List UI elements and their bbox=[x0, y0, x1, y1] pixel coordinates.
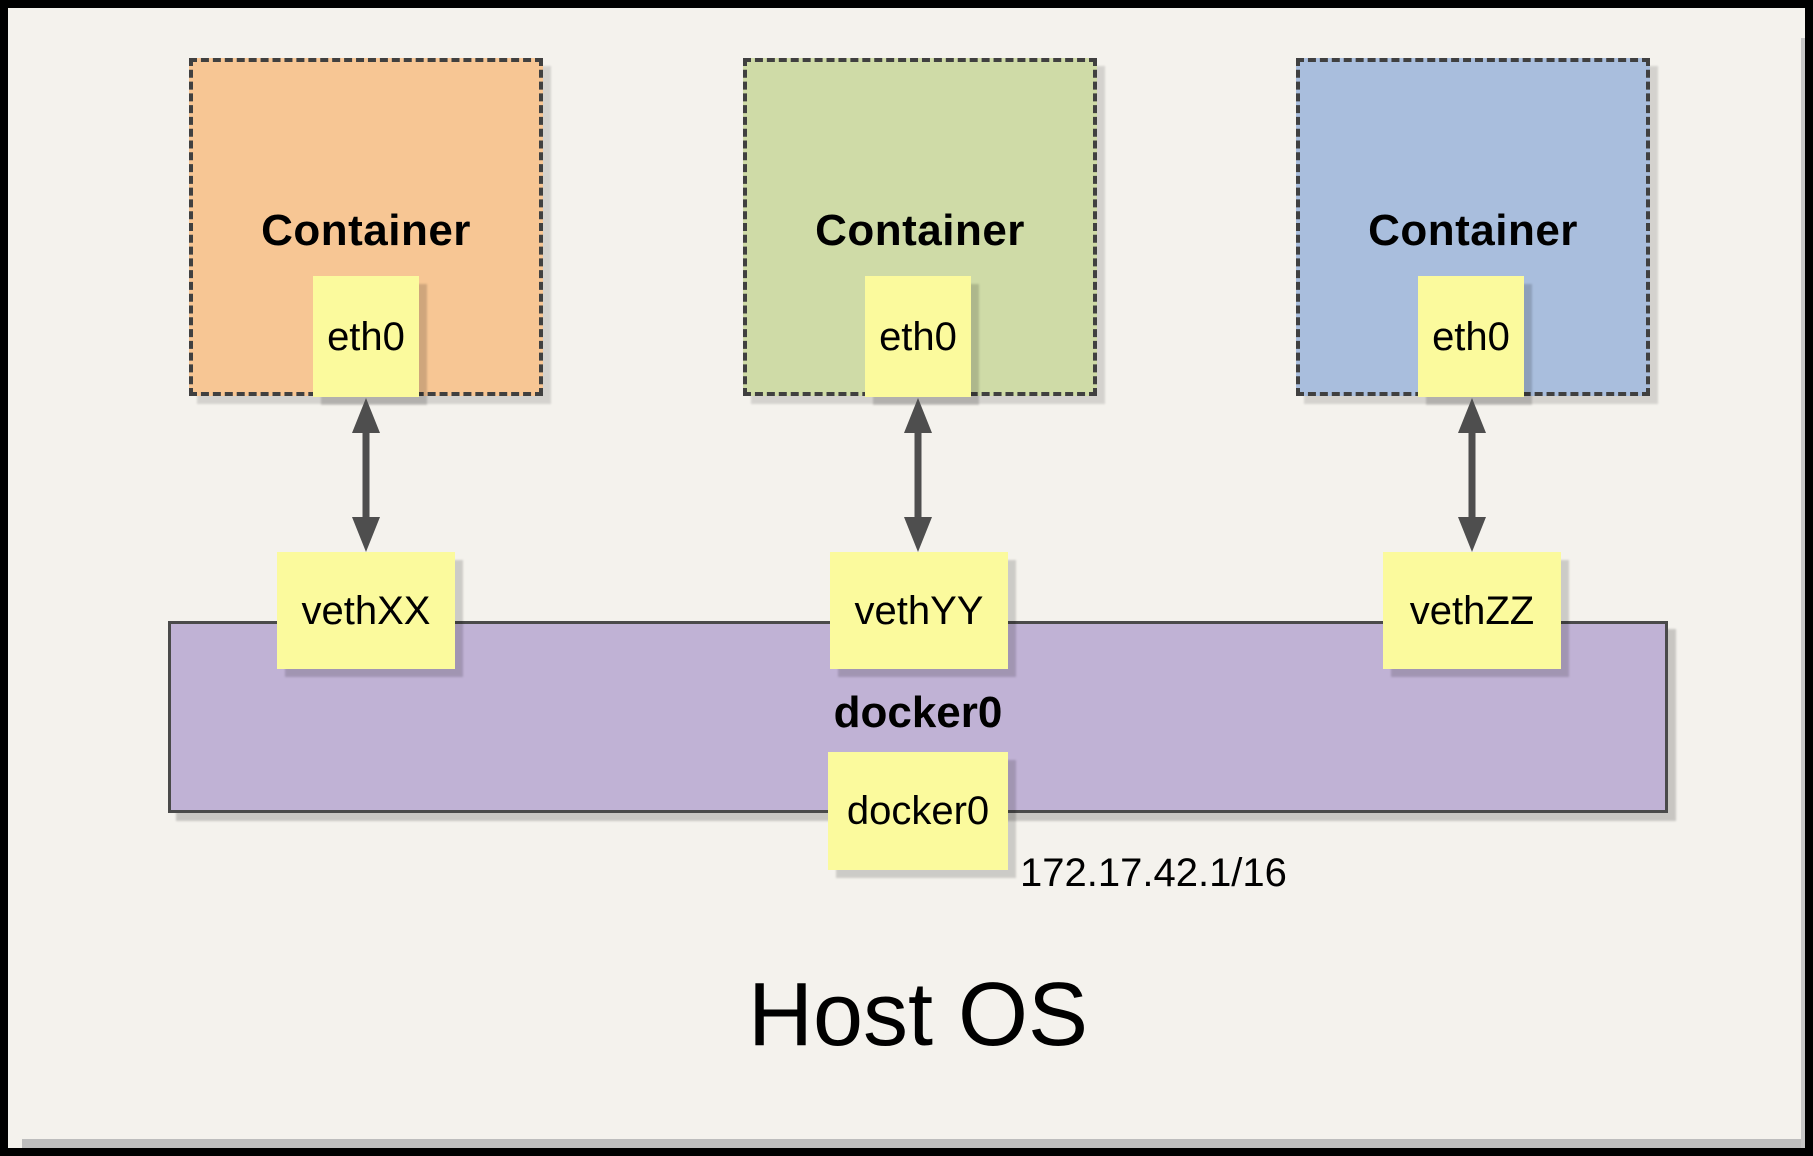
container-label: Container bbox=[1368, 206, 1578, 255]
eth0-vethxx-connection-arrow-icon bbox=[352, 398, 380, 552]
docker0-bridge-label: docker0 bbox=[833, 688, 1003, 737]
vethzz-label: vethZZ bbox=[1409, 588, 1535, 633]
eth0-box-2: eth0 bbox=[865, 276, 971, 397]
eth0-vethzz-connection-arrow-icon bbox=[1458, 398, 1486, 552]
eth0-label: eth0 bbox=[879, 314, 957, 359]
vethyy-label: vethYY bbox=[854, 588, 984, 633]
container-label: Container bbox=[261, 206, 471, 255]
frame-inner-shadow-right bbox=[1801, 38, 1805, 1148]
frame-inner-shadow-bottom bbox=[22, 1139, 1803, 1148]
vethyy-box: vethYY bbox=[830, 552, 1008, 669]
vethzz-box: vethZZ bbox=[1383, 552, 1561, 669]
eth0-vethyy-connection-arrow-icon bbox=[904, 398, 932, 552]
eth0-label: eth0 bbox=[1432, 314, 1510, 359]
bridge-ip-label: 172.17.42.1/16 bbox=[1020, 851, 1287, 895]
eth0-box-1: eth0 bbox=[313, 276, 419, 397]
eth0-box-3: eth0 bbox=[1418, 276, 1524, 397]
vethxx-box: vethXX bbox=[277, 552, 455, 669]
docker0-interface-label: docker0 bbox=[846, 789, 990, 833]
vethxx-label: vethXX bbox=[301, 588, 431, 633]
container-label: Container bbox=[815, 206, 1025, 255]
docker0-interface-box: docker0 bbox=[828, 752, 1008, 870]
container-box-3: Container bbox=[1296, 58, 1650, 396]
host-os-label: Host OS bbox=[747, 965, 1089, 1065]
eth0-label: eth0 bbox=[327, 314, 405, 359]
